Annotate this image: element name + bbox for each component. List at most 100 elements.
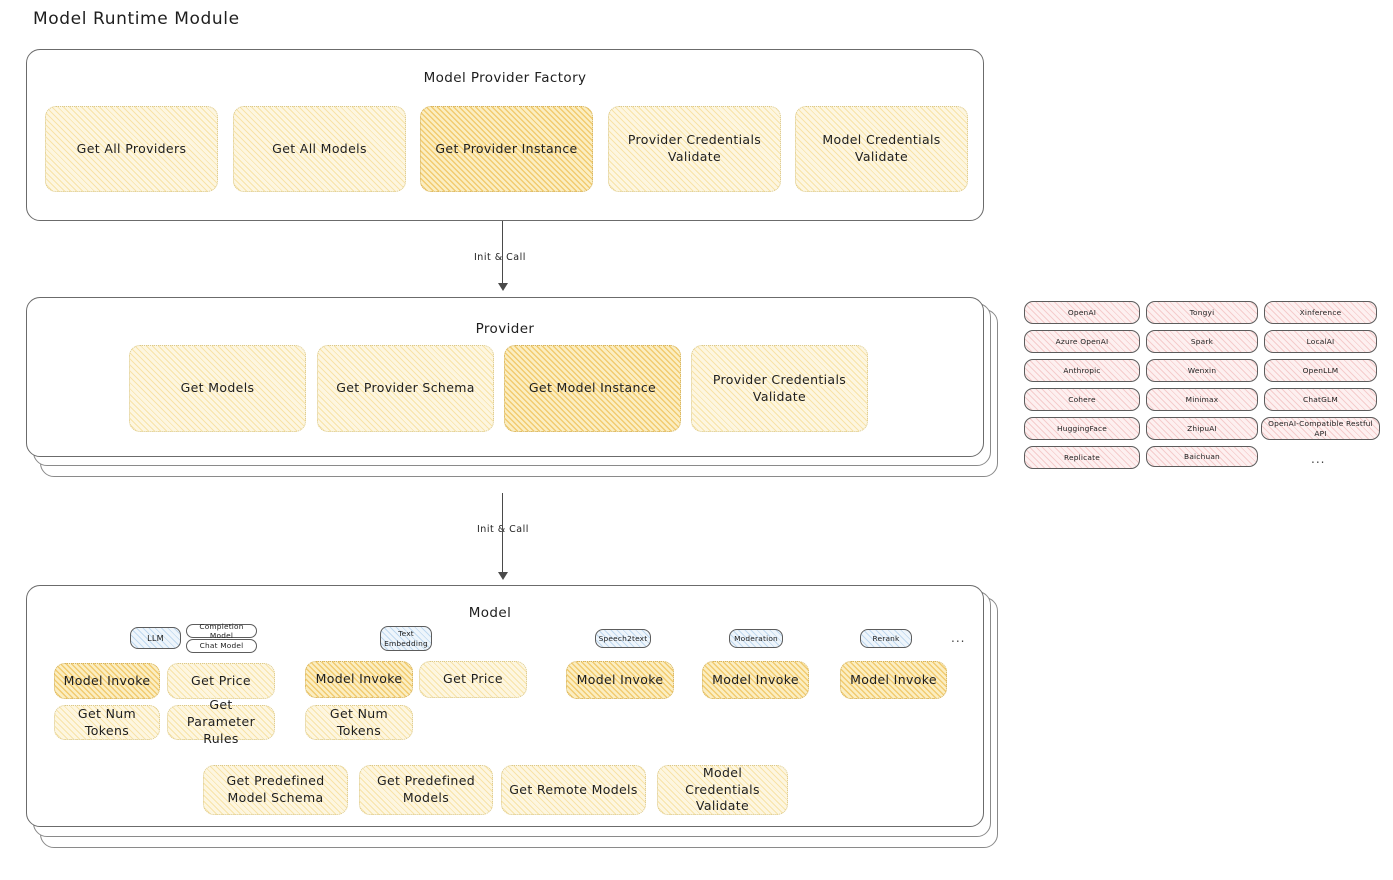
provider-chip-label: OpenAI — [1067, 307, 1097, 317]
factory-node-model-credentials-validate[interactable]: Model Credentials Validate — [795, 106, 968, 192]
provider-chip-label: OpenAI-Compatible Restful API — [1268, 419, 1373, 438]
model-types-more-ellipsis: ... — [951, 631, 966, 645]
model-common-method-model-credentials-validate[interactable]: Model Credentials Validate — [657, 765, 788, 815]
node-label: Provider Credentials Validate — [712, 371, 847, 404]
connector-provider-to-model — [497, 493, 514, 585]
text-embedding-method-get-price[interactable]: Get Price — [419, 661, 527, 698]
provider-chip-label: OpenLLM — [1302, 365, 1339, 375]
provider-chip-label: Wenxin — [1187, 365, 1217, 375]
provider-chip-spark[interactable]: Spark — [1146, 330, 1258, 353]
provider-chip-chatglm[interactable]: ChatGLM — [1264, 388, 1377, 411]
provider-chip-azure-openai[interactable]: Azure OpenAI — [1024, 330, 1140, 353]
provider-chip-label: Anthropic — [1063, 365, 1101, 375]
provider-node-get-models[interactable]: Get Models — [129, 345, 306, 432]
node-label: Model Invoke — [63, 672, 151, 688]
factory-node-get-all-providers[interactable]: Get All Providers — [45, 106, 218, 192]
rerank-method-model-invoke[interactable]: Model Invoke — [840, 661, 947, 699]
node-label: Model Credentials Validate — [822, 132, 941, 164]
node-label: Get All Models — [272, 140, 367, 156]
provider-chip-label: Azure OpenAI — [1055, 336, 1109, 346]
provider-chip-replicate[interactable]: Replicate — [1024, 446, 1140, 469]
model-subchip-label: Completion Model — [199, 621, 244, 640]
node-label: Get Remote Models — [509, 781, 638, 797]
provider-node-get-provider-schema[interactable]: Get Provider Schema — [317, 345, 494, 432]
model-common-method-get-predefined-model-schema[interactable]: Get Predefined Model Schema — [203, 765, 348, 815]
model-type-label: LLM — [147, 632, 164, 643]
node-label: Get Price — [443, 671, 503, 687]
node-label: Get Model Instance — [528, 380, 657, 396]
provider-chip-label: ZhipuAI — [1187, 423, 1217, 433]
node-label: Provider Credentials Validate — [627, 132, 762, 164]
model-subchip-completion-model[interactable]: Completion Model — [186, 621, 257, 640]
provider-chip-huggingface[interactable]: HuggingFace — [1024, 417, 1140, 440]
factory-node-get-provider-instance[interactable]: Get Provider Instance — [420, 106, 593, 192]
node-label: Get Num Tokens — [329, 705, 389, 738]
node-label: Get Provider Instance — [435, 140, 578, 156]
model-common-method-get-predefined-models[interactable]: Get Predefined Models — [359, 765, 493, 815]
node-label: Get Parameter Rules — [186, 697, 256, 746]
provider-chip-label: ChatGLM — [1303, 394, 1338, 404]
provider-chip-openai[interactable]: OpenAI — [1024, 301, 1140, 324]
provider-chip-baichuan[interactable]: Baichuan — [1146, 446, 1258, 467]
node-label: Get Num Tokens — [77, 705, 137, 738]
node-label: Model Invoke — [712, 671, 799, 687]
llm-method-model-invoke[interactable]: Model Invoke — [54, 663, 160, 699]
provider-chip-anthropic[interactable]: Anthropic — [1024, 359, 1140, 382]
provider-chip-openai-compatible-restful-api[interactable]: OpenAI-Compatible Restful API — [1261, 417, 1380, 440]
model-type-chip-llm[interactable]: LLM — [130, 627, 181, 649]
text-embedding-method-get-num-tokens[interactable]: Get Num Tokens — [305, 705, 413, 740]
provider-chip-tongyi[interactable]: Tongyi — [1146, 301, 1258, 324]
node-label: Model Invoke — [850, 671, 937, 687]
provider-chip-label: Replicate — [1064, 452, 1100, 462]
model-type-chip-speech2text[interactable]: Speech2text — [595, 629, 651, 648]
node-label: Get All Providers — [76, 140, 187, 156]
connector-1-label: Init & Call — [474, 252, 526, 263]
provider-node-provider-credentials-validate[interactable]: Provider Credentials Validate — [691, 345, 868, 432]
connector-factory-to-provider — [497, 221, 514, 295]
provider-chip-label: LocalAI — [1306, 336, 1335, 346]
model-type-label: Speech2text — [598, 633, 648, 643]
node-label: Get Predefined Model Schema — [226, 773, 325, 805]
model-type-label: Moderation — [734, 633, 778, 643]
model-type-chip-rerank[interactable]: Rerank — [860, 629, 912, 648]
model-type-label: Text Embedding — [384, 629, 428, 648]
llm-method-get-parameter-rules[interactable]: Get Parameter Rules — [167, 697, 275, 746]
node-label: Model Invoke — [576, 671, 664, 687]
node-label: Model Invoke — [315, 671, 403, 687]
moderation-method-model-invoke[interactable]: Model Invoke — [702, 661, 809, 699]
provider-chip-minimax[interactable]: Minimax — [1146, 388, 1258, 411]
llm-method-get-price[interactable]: Get Price — [167, 663, 275, 699]
provider-chip-label: Minimax — [1185, 394, 1219, 404]
provider-chip-label: Spark — [1190, 336, 1214, 346]
provider-chip-label: HuggingFace — [1057, 423, 1107, 433]
provider-chip-label: Xinference — [1299, 307, 1342, 317]
speech2text-method-model-invoke[interactable]: Model Invoke — [566, 661, 674, 699]
model-type-chip-text-embedding[interactable]: Text Embedding — [380, 626, 432, 651]
llm-method-get-num-tokens[interactable]: Get Num Tokens — [54, 705, 160, 740]
provider-chip-wenxin[interactable]: Wenxin — [1146, 359, 1258, 382]
node-label: Model Credentials Validate — [685, 764, 760, 814]
provider-node-get-model-instance[interactable]: Get Model Instance — [504, 345, 681, 432]
node-label: Get Price — [191, 672, 251, 688]
provider-chip-cohere[interactable]: Cohere — [1024, 388, 1140, 411]
text-embedding-method-model-invoke[interactable]: Model Invoke — [305, 661, 413, 698]
model-provider-factory-title: Model Provider Factory — [423, 70, 587, 86]
provider-chip-localai[interactable]: LocalAI — [1264, 330, 1377, 353]
provider-title: Provider — [475, 321, 535, 337]
node-label: Get Provider Schema — [336, 380, 475, 396]
provider-chip-openllm[interactable]: OpenLLM — [1264, 359, 1377, 382]
model-type-chip-moderation[interactable]: Moderation — [729, 629, 783, 648]
provider-chip-zhipuai[interactable]: ZhipuAI — [1146, 417, 1258, 440]
provider-chip-label: Tongyi — [1189, 307, 1215, 317]
factory-node-get-all-models[interactable]: Get All Models — [233, 106, 406, 192]
model-common-method-get-remote-models[interactable]: Get Remote Models — [501, 765, 646, 815]
factory-node-provider-credentials-validate[interactable]: Provider Credentials Validate — [608, 106, 781, 192]
model-type-label: Rerank — [872, 633, 900, 643]
node-label: Get Predefined Models — [376, 773, 476, 805]
model-subchip-chat-model[interactable]: Chat Model — [186, 639, 257, 653]
provider-chip-label: Baichuan — [1184, 451, 1220, 461]
provider-chip-label: Cohere — [1068, 394, 1096, 404]
page-title: Model Runtime Module — [33, 9, 240, 29]
model-subchip-label: Chat Model — [199, 641, 244, 651]
provider-chip-xinference[interactable]: Xinference — [1264, 301, 1377, 324]
